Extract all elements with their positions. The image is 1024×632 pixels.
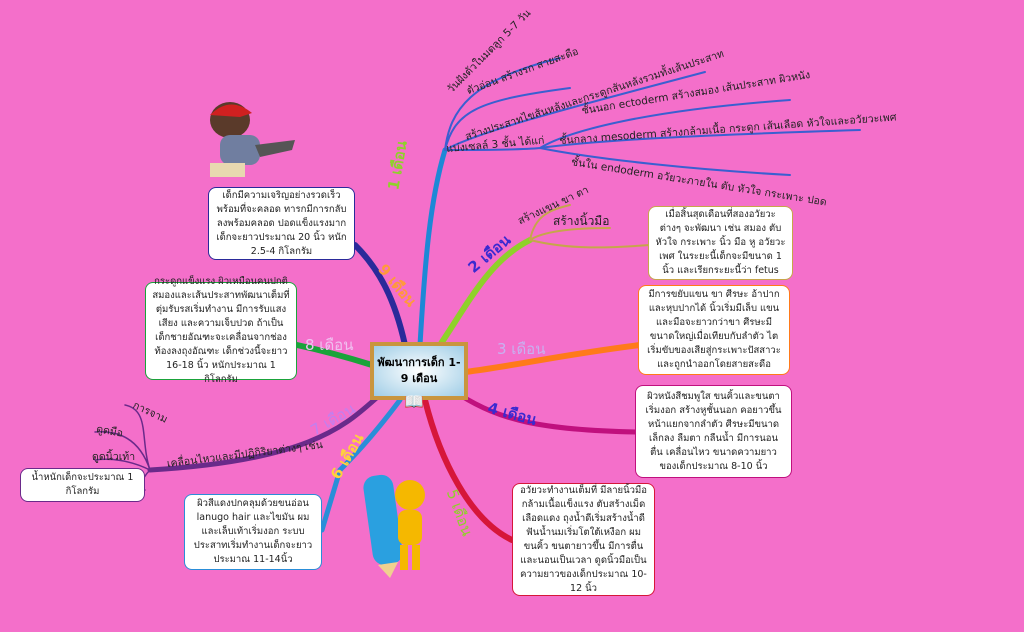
central-topic-title: พัฒนาการเด็ก 1-9 เดือน	[377, 356, 461, 385]
month-2-note: เมื่อสิ้นสุดเดือนที่สองอวัยวะต่างๆ จะพัฒ…	[648, 206, 793, 280]
branch-2	[437, 237, 533, 348]
book-icon: 📖	[404, 392, 424, 411]
branch-1	[417, 147, 448, 348]
month-7-leaf: ดูดนิ้วเท้า	[92, 451, 136, 463]
branch-7	[147, 392, 383, 473]
month-9-note: เด็กมีความเจริญอย่างรวดเร็วพร้อมที่จะคลอ…	[208, 187, 355, 260]
month-4-note: ผิวหนังสีชมพูใส ขนคิ้วและขนตาเริ่มงอก สร…	[635, 385, 792, 478]
branch-4	[457, 392, 639, 435]
central-topic: พัฒนาการเด็ก 1-9 เดือน	[370, 342, 468, 400]
month-7-note: น้ำหนักเด็กจะประมาณ 1 กิโลกรัม	[20, 468, 145, 502]
month-2-item: สร้างนิ้วมือ	[553, 214, 610, 228]
branch-9	[352, 242, 408, 348]
branch-2-sub	[529, 204, 651, 249]
month-3-note: มีการขยับแขน ขา ศีรษะ อ้าปากและหุบปากได้…	[638, 285, 790, 375]
branch-8	[294, 342, 375, 368]
branch-7-sub	[94, 404, 151, 491]
month-5-note: อวัยวะทำงานเต็มที่ มีลายนิ้วมือ กล้ามเนื…	[512, 483, 655, 596]
month-6-note: ผิวสีแดงปกคลุมด้วยขนอ่อน lanugo hair และ…	[184, 494, 322, 570]
month-8-note: กระดูกแข็งแรง ผิวเหมือนคนปกติ สมองและเส้…	[145, 276, 297, 385]
pencil-figure-illustration	[363, 474, 425, 578]
branch-5	[422, 397, 515, 543]
month-8-label: 8 เดือน	[305, 336, 354, 354]
month-3-label: 3 เดือน	[497, 340, 546, 358]
branch-1-sub	[444, 57, 861, 176]
branch-3	[462, 342, 643, 375]
child-reading-illustration	[210, 102, 295, 177]
branch-6	[319, 397, 403, 533]
